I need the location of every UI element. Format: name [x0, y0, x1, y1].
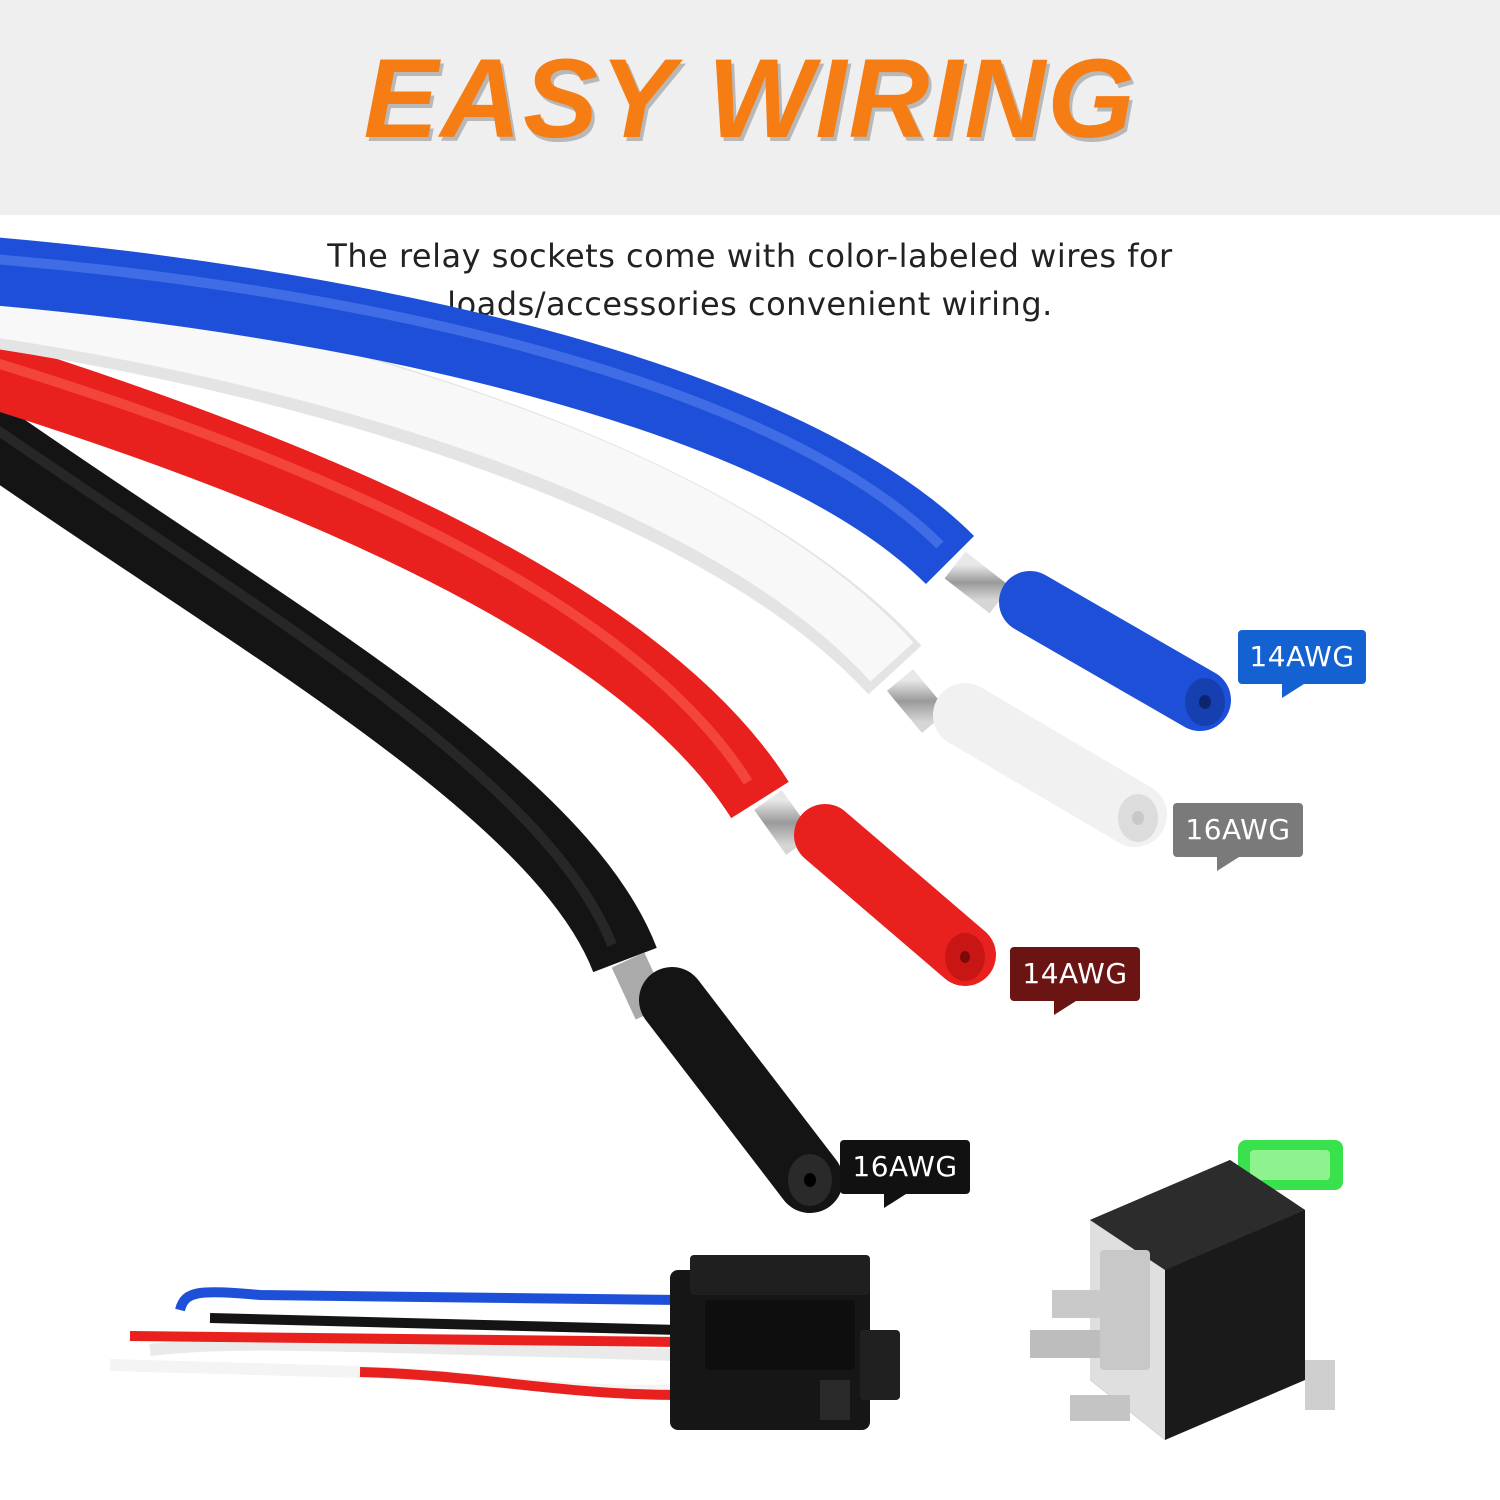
wire-label-red-14awg: 14AWG: [1010, 947, 1140, 1015]
description-line-2: loads/accessories convenient wiring.: [447, 285, 1053, 323]
blue-wire: [0, 237, 1231, 731]
wire-label-blue-14awg: 14AWG: [1238, 630, 1366, 698]
black-wire: [0, 402, 843, 1213]
wire-label-text: 16AWG: [1185, 813, 1291, 846]
relay: [1030, 1140, 1343, 1440]
white-wire: [0, 276, 1167, 847]
banner-title: EASY WIRING: [363, 36, 1137, 161]
wire-label-text: 14AWG: [1249, 640, 1355, 673]
title-banner: EASY WIRING: [0, 0, 1500, 215]
wire-label-text: 16AWG: [852, 1150, 958, 1183]
wire-label-white-16awg: 16AWG: [1173, 803, 1303, 871]
description-line-1: The relay sockets come with color-labele…: [327, 237, 1173, 275]
wire-label-text: 14AWG: [1022, 957, 1128, 990]
wire-label-black-16awg: 16AWG: [840, 1140, 970, 1208]
relay-socket: [109, 1255, 900, 1430]
description-text: The relay sockets come with color-labele…: [250, 232, 1250, 328]
red-wire: [0, 340, 996, 986]
